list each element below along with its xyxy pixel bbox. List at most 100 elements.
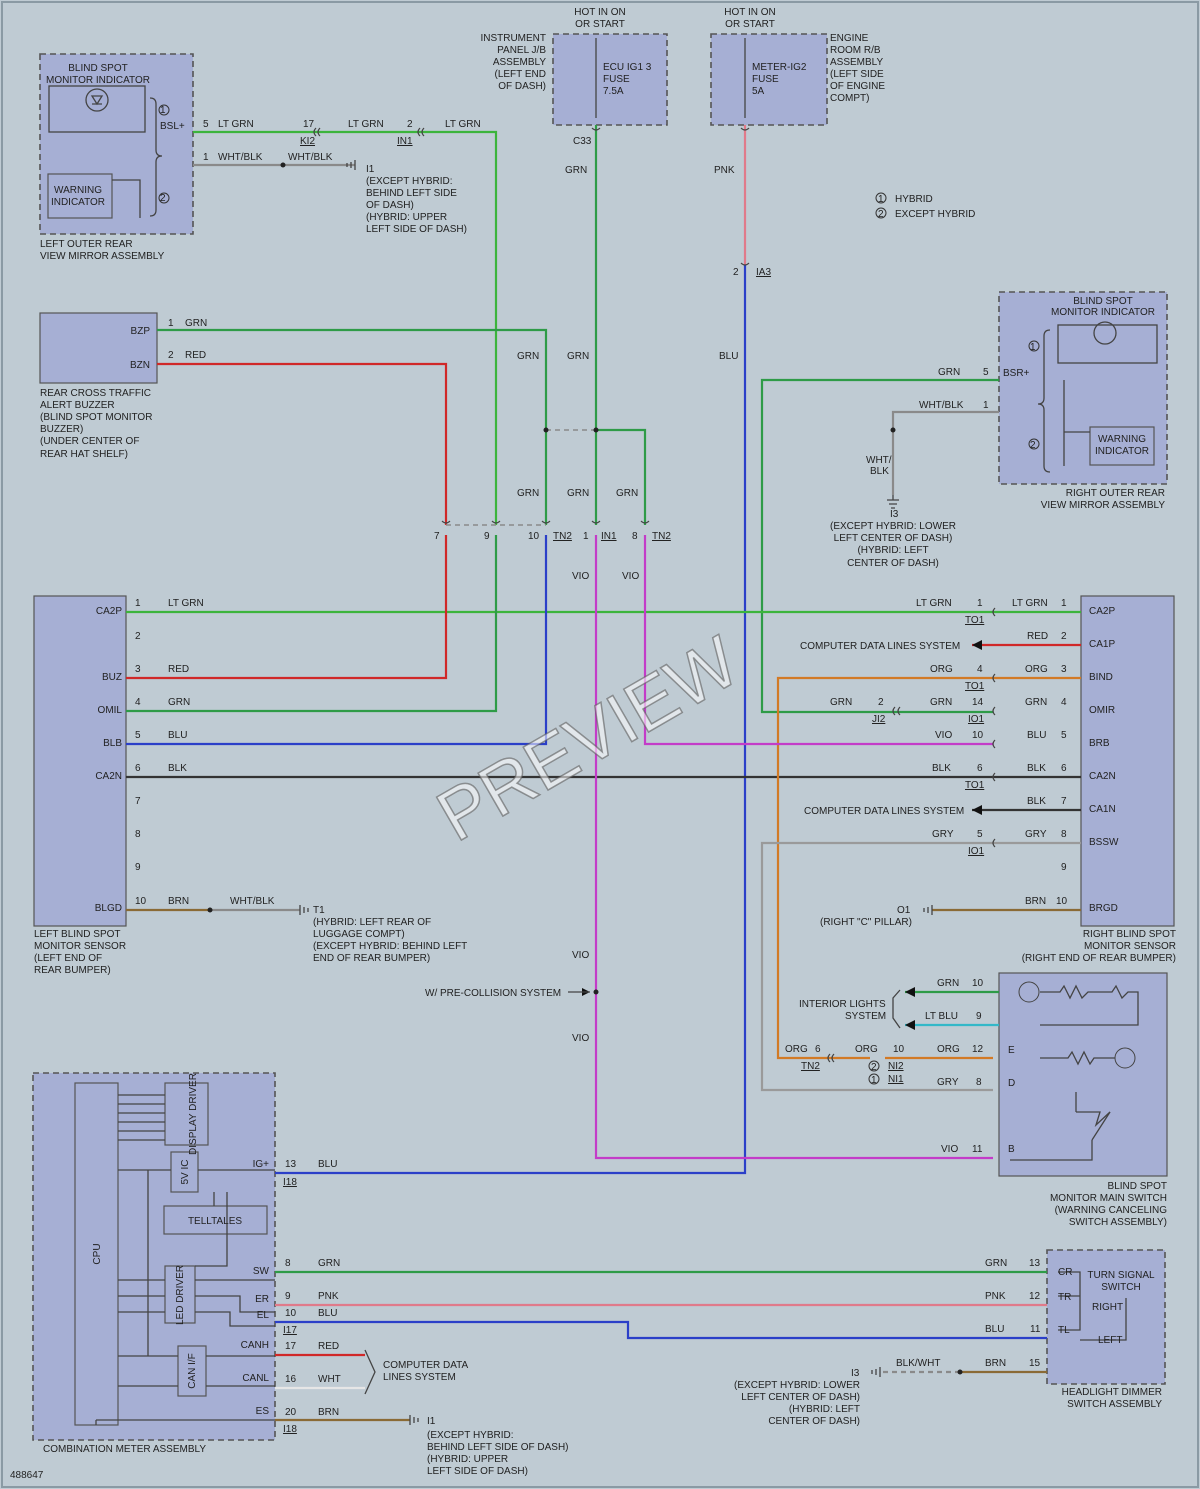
junctions bbox=[207, 162, 963, 1375]
svg-text:VIO: VIO bbox=[941, 1144, 958, 1155]
svg-text:WARNING: WARNING bbox=[1098, 434, 1146, 445]
svg-text:4: 4 bbox=[135, 697, 141, 708]
svg-text:1: 1 bbox=[1061, 598, 1067, 609]
svg-text:BLK: BLK bbox=[1027, 763, 1046, 774]
precollision-label: W/ PRE-COLLISION SYSTEM bbox=[425, 988, 561, 999]
svg-text:CA2N: CA2N bbox=[1089, 771, 1116, 782]
right-sensor-pins: CA2P CA1P BIND OMIR BRB CA2N CA1N BSSW B… bbox=[1056, 598, 1119, 914]
left-indicator-label-2: MONITOR INDICATOR bbox=[46, 75, 150, 86]
svg-text:BRN: BRN bbox=[318, 1407, 339, 1418]
turn-switch-box bbox=[1046, 1249, 1166, 1385]
svg-text:(EXCEPT HYBRID:: (EXCEPT HYBRID: bbox=[366, 176, 453, 187]
svg-text:1: 1 bbox=[983, 400, 989, 411]
cpu: CPU bbox=[92, 1243, 103, 1264]
svg-text:1: 1 bbox=[878, 194, 884, 205]
svg-text:13: 13 bbox=[285, 1159, 297, 1170]
svg-text:(EXCEPT HYBRID: LOWER: (EXCEPT HYBRID: LOWER bbox=[734, 1380, 860, 1391]
svg-text:CANL: CANL bbox=[242, 1373, 269, 1384]
svg-text:MONITOR SENSOR: MONITOR SENSOR bbox=[34, 941, 126, 952]
svg-text:BLK: BLK bbox=[932, 763, 951, 774]
wire-grn-right-mirror bbox=[760, 378, 999, 714]
wire-org-bind bbox=[776, 676, 1081, 1060]
ground-i3-bottom: I3 bbox=[851, 1368, 860, 1379]
svg-text:9: 9 bbox=[285, 1291, 291, 1302]
svg-text:WHT/BLK: WHT/BLK bbox=[230, 896, 275, 907]
svg-text:BSSW: BSSW bbox=[1089, 837, 1119, 848]
svg-text:TR: TR bbox=[1058, 1292, 1071, 1303]
svg-text:ORG: ORG bbox=[937, 1044, 960, 1055]
lbl-grn-c33: GRN bbox=[565, 165, 587, 176]
svg-text:OF DASH): OF DASH) bbox=[498, 81, 546, 92]
main-switch-box bbox=[998, 972, 1168, 1177]
left-mirror-2: VIEW MIRROR ASSEMBLY bbox=[40, 251, 165, 262]
svg-text:9: 9 bbox=[484, 531, 490, 542]
meter-box bbox=[32, 1072, 276, 1441]
svg-text:GRN: GRN bbox=[616, 488, 638, 499]
svg-text:(LEFT SIDE: (LEFT SIDE bbox=[830, 69, 884, 80]
svg-text:OR START: OR START bbox=[725, 19, 775, 30]
pin-bsl: BSL+ bbox=[160, 121, 185, 132]
svg-text:14: 14 bbox=[972, 697, 984, 708]
svg-text:WHT: WHT bbox=[318, 1374, 341, 1385]
svg-text:VIO: VIO bbox=[935, 730, 952, 741]
connector-marks bbox=[313, 127, 996, 1063]
cdls-1: COMPUTER DATA LINES SYSTEM bbox=[800, 641, 960, 652]
svg-text:(BLIND SPOT MONITOR: (BLIND SPOT MONITOR bbox=[40, 412, 152, 423]
svg-text:NI1: NI1 bbox=[888, 1074, 904, 1085]
ground-i1-bottom: I1 bbox=[427, 1416, 436, 1427]
svg-text:LEFT SIDE OF DASH): LEFT SIDE OF DASH) bbox=[366, 224, 467, 235]
svg-text:BLB: BLB bbox=[103, 738, 122, 749]
svg-text:CA2P: CA2P bbox=[96, 606, 122, 617]
svg-text:WHT/: WHT/ bbox=[866, 455, 892, 466]
svg-text:(EXCEPT HYBRID:: (EXCEPT HYBRID: bbox=[427, 1430, 514, 1441]
lbl-ltgrn-1: LT GRN bbox=[218, 119, 254, 130]
wire-blu-blb bbox=[126, 535, 548, 746]
svg-text:TL: TL bbox=[1058, 1325, 1070, 1336]
svg-text:BLK/WHT: BLK/WHT bbox=[896, 1358, 940, 1369]
svg-text:ORG: ORG bbox=[855, 1044, 878, 1055]
svg-text:ROOM R/B: ROOM R/B bbox=[830, 45, 881, 56]
rb-label: ENGINE bbox=[830, 33, 869, 44]
svg-text:BRB: BRB bbox=[1089, 738, 1110, 749]
svg-text:GRN: GRN bbox=[567, 488, 589, 499]
svg-text:BEHIND LEFT SIDE OF DASH): BEHIND LEFT SIDE OF DASH) bbox=[427, 1442, 569, 1453]
svg-text:7: 7 bbox=[434, 531, 440, 542]
svg-text:5: 5 bbox=[983, 367, 989, 378]
svg-text:10: 10 bbox=[893, 1044, 905, 1055]
svg-text:RED: RED bbox=[168, 664, 189, 675]
svg-text:BLK: BLK bbox=[870, 466, 889, 477]
svg-text:B: B bbox=[1008, 1144, 1015, 1155]
ground-i3-right: I3 bbox=[890, 509, 899, 520]
svg-text:OR START: OR START bbox=[575, 19, 625, 30]
svg-text:MONITOR INDICATOR: MONITOR INDICATOR bbox=[1051, 307, 1155, 318]
svg-text:TO1: TO1 bbox=[965, 681, 985, 692]
svg-text:TN2: TN2 bbox=[652, 531, 671, 542]
svg-text:(RIGHT "C" PILLAR): (RIGHT "C" PILLAR) bbox=[820, 917, 912, 928]
svg-text:EL: EL bbox=[257, 1310, 270, 1321]
left-sensor-pins: CA2P BUZ OMIL BLB CA2N BLGD 1 2 3 4 5 6 … bbox=[95, 598, 147, 914]
svg-text:PNK: PNK bbox=[985, 1291, 1006, 1302]
svg-text:ES: ES bbox=[256, 1406, 270, 1417]
svg-text:1: 1 bbox=[583, 531, 589, 542]
left-warning-1: WARNING bbox=[54, 185, 102, 196]
jb-fuse-box bbox=[552, 33, 668, 126]
right-mirror-assembly bbox=[998, 291, 1168, 485]
svg-text:IO1: IO1 bbox=[968, 714, 985, 725]
svg-text:(UNDER CENTER OF: (UNDER CENTER OF bbox=[40, 436, 139, 447]
svg-text:12: 12 bbox=[1029, 1291, 1041, 1302]
svg-text:TO1: TO1 bbox=[965, 780, 985, 791]
svg-text:IO1: IO1 bbox=[968, 846, 985, 857]
buzzer-label: REAR CROSS TRAFFIC bbox=[40, 388, 151, 399]
svg-text:BLU: BLU bbox=[985, 1324, 1004, 1335]
svg-text:6: 6 bbox=[135, 763, 141, 774]
svg-text:LEFT SIDE OF DASH): LEFT SIDE OF DASH) bbox=[427, 1466, 528, 1477]
svg-text:FUSE: FUSE bbox=[603, 74, 630, 85]
svg-text:ER: ER bbox=[255, 1294, 269, 1305]
svg-text:17: 17 bbox=[285, 1341, 297, 1352]
lbl-ltgrn-2: LT GRN bbox=[348, 119, 384, 130]
svg-text:5: 5 bbox=[1061, 730, 1067, 741]
legend-except-hybrid: EXCEPT HYBRID bbox=[895, 209, 975, 220]
svg-text:VIO: VIO bbox=[622, 571, 639, 582]
svg-text:SW: SW bbox=[253, 1266, 270, 1277]
svg-text:(WARNING CANCELING: (WARNING CANCELING bbox=[1055, 1205, 1168, 1216]
